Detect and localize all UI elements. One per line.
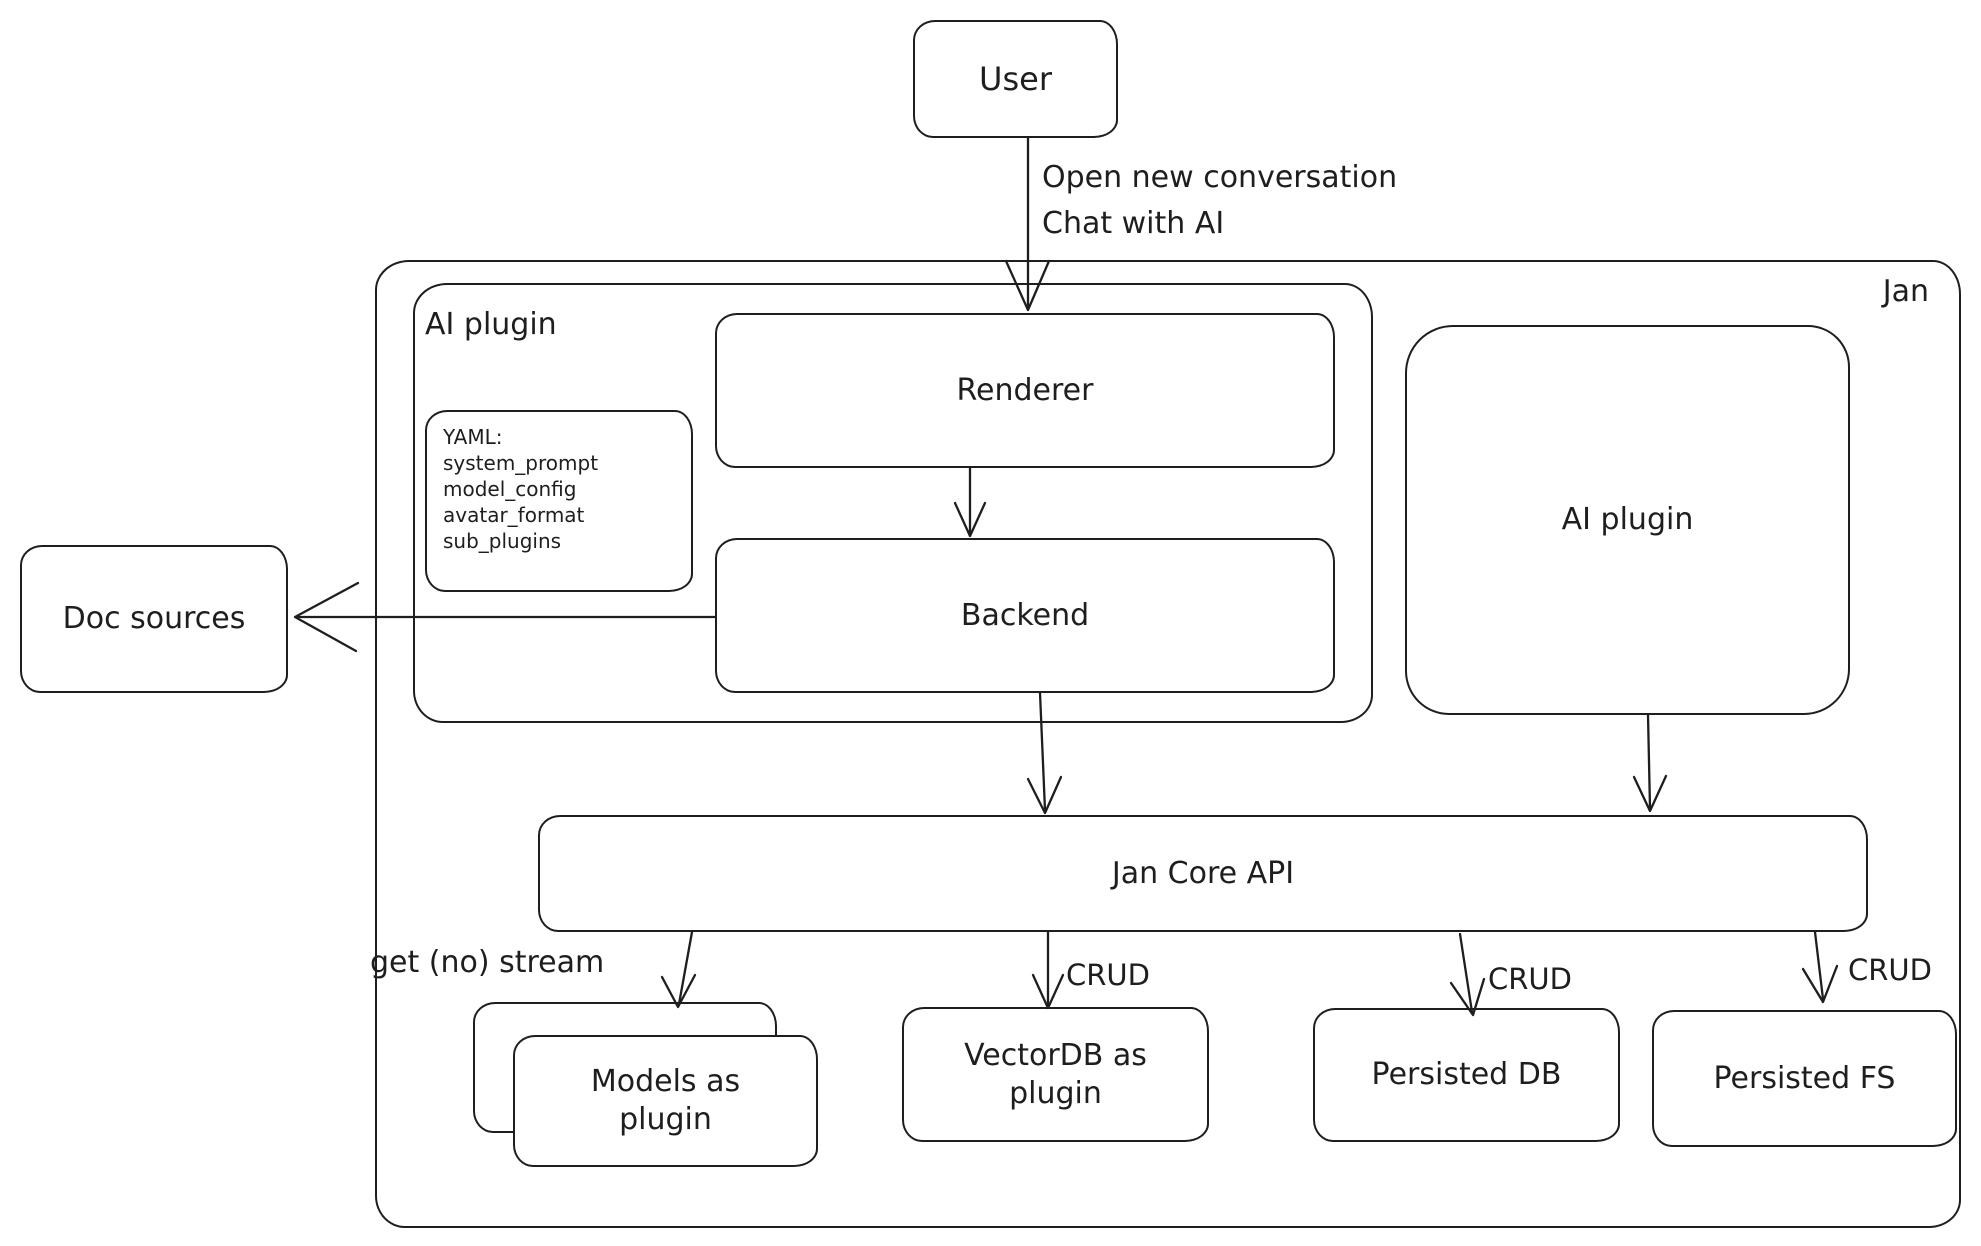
node-user: User	[913, 20, 1118, 138]
note-yaml-line: YAML:	[443, 425, 503, 449]
node-persisted-db: Persisted DB	[1313, 1008, 1620, 1142]
note-yaml-line: avatar_format	[443, 503, 585, 527]
node-vectordb-as-plugin-label: VectorDB as plugin	[964, 1037, 1147, 1111]
note-yaml-line: sub_plugins	[443, 529, 562, 553]
edge-label-get-no-stream: get (no) stream	[370, 945, 605, 980]
node-renderer: Renderer	[715, 313, 1335, 468]
note-yaml-line: model_config	[443, 477, 577, 501]
node-user-label: User	[979, 60, 1052, 98]
edge-label-crud-persisted-db: CRUD	[1488, 962, 1572, 996]
edge-label-crud-persisted-fs: CRUD	[1848, 953, 1932, 987]
edge-label-open-conversation-line2: Chat with AI	[1042, 206, 1225, 241]
node-vectordb-as-plugin: VectorDB as plugin	[902, 1007, 1209, 1142]
note-yaml: YAML: system_prompt model_config avatar_…	[425, 410, 693, 592]
node-models-as-plugin: Models as plugin	[513, 1035, 818, 1167]
node-jan-core-api-label: Jan Core API	[1111, 855, 1295, 891]
edge-label-crud-vectordb: CRUD	[1066, 958, 1150, 992]
node-models-as-plugin-label: Models as plugin	[590, 1064, 741, 1137]
label-jan: Jan	[1882, 274, 1929, 309]
node-persisted-fs-label: Persisted FS	[1713, 1060, 1896, 1096]
edge-label-open-conversation: Open new conversation Chat with AI	[1042, 155, 1397, 247]
node-ai-plugin: AI plugin	[1405, 325, 1850, 715]
node-renderer-label: Renderer	[956, 372, 1094, 408]
node-doc-sources: Doc sources	[20, 545, 288, 693]
node-backend-label: Backend	[960, 597, 1090, 633]
node-backend: Backend	[715, 538, 1335, 693]
label-ai-plugin-container: AI plugin	[425, 307, 557, 342]
note-yaml-line: system_prompt	[443, 451, 599, 475]
container-ai-plugin: AI plugin	[413, 283, 1373, 723]
edge-label-open-conversation-line1: Open new conversation	[1042, 160, 1398, 195]
node-persisted-db-label: Persisted DB	[1371, 1057, 1562, 1092]
node-ai-plugin-label: AI plugin	[1561, 502, 1694, 537]
node-jan-core-api: Jan Core API	[538, 815, 1868, 932]
node-persisted-fs: Persisted FS	[1652, 1010, 1957, 1147]
container-jan: Jan	[375, 260, 1961, 1228]
node-doc-sources-label: Doc sources	[62, 601, 246, 636]
